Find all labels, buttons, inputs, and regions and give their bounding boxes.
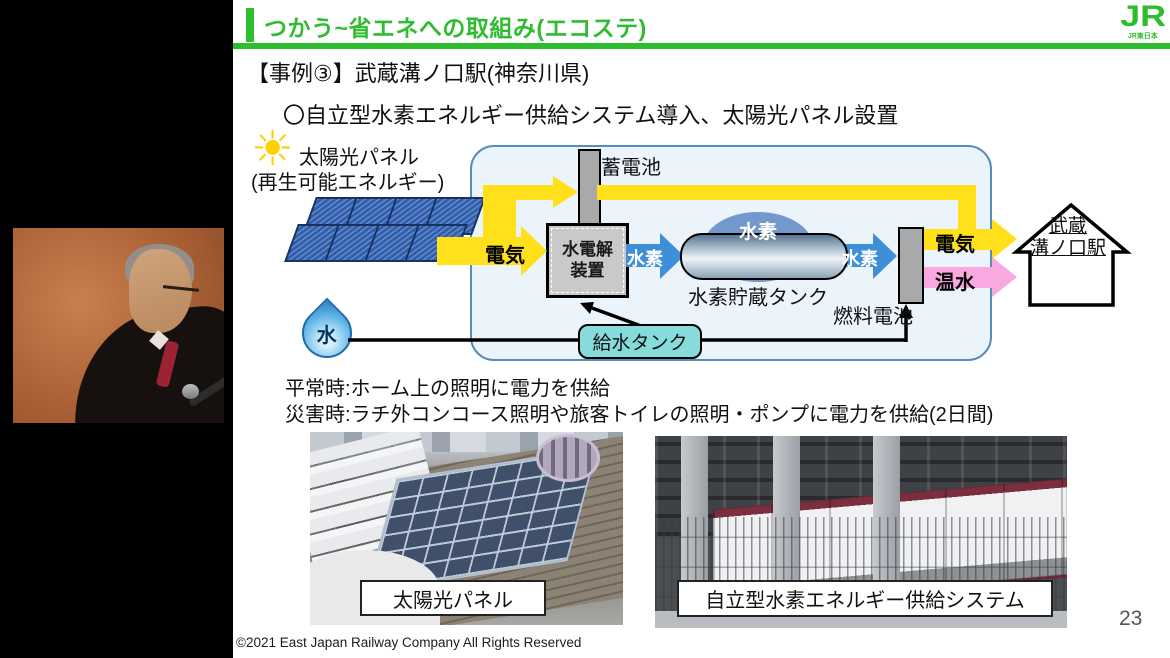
water-drop-icon: 水 — [291, 297, 363, 369]
electricity-arrowhead-battery — [553, 176, 578, 208]
electricity-top-band — [483, 185, 553, 200]
sun-icon: ☀ — [251, 123, 295, 176]
slide-area: つかう~省エネへの取組み(エコステ) JR JR東日本 【事例③】武蔵溝ノ口駅(… — [233, 0, 1170, 658]
fuel-cell-label: 燃料電池 — [833, 306, 913, 328]
page-number: 23 — [1119, 607, 1143, 630]
photo-caption-hydrogen: 自立型水素エネルギー供給システム — [677, 580, 1053, 617]
hydrogen-arrowhead — [873, 233, 897, 279]
title-underline — [233, 43, 1170, 49]
jr-logo-text: JR — [1119, 0, 1166, 33]
hydrogen-storage-tank-label: 水素貯蔵タンク — [688, 287, 828, 309]
hydrogen-storage-tank-icon — [680, 233, 848, 280]
electrolyzer-label-line1: 水電解 — [562, 240, 613, 260]
electricity-top-band-right — [597, 185, 976, 200]
video-sidebar — [0, 0, 233, 658]
hydrogen-flow-band — [845, 244, 873, 267]
note-disaster-time: 災害時:ラチ外コンコース照明や旅客トイレの照明・ポンプに電力を供給(2日間) — [285, 404, 994, 426]
hot-water-label: 温水 — [935, 272, 975, 294]
solar-panel-label: 太陽光パネル — [299, 147, 419, 169]
hot-water-band — [922, 267, 992, 288]
water-electrolyzer-box: 水電解 装置 — [546, 223, 629, 298]
storage-battery-label: 蓄電池 — [601, 157, 661, 179]
hydrogen-label-1: 水素 — [627, 249, 663, 269]
copyright-text: ©2021 East Japan Railway Company All Rig… — [236, 635, 582, 650]
photo-solar-panels: 太陽光パネル — [310, 432, 623, 625]
subheading: 〇自立型水素エネルギー供給システム導入、太陽光パネル設置 — [283, 103, 899, 128]
station-name-line1: 武蔵 — [1048, 216, 1087, 237]
case-heading: 【事例③】武蔵溝ノ口駅(神奈川県) — [247, 61, 590, 86]
photo-round-kiosk — [536, 434, 600, 482]
water-supply-tank-label: 給水タンク — [592, 333, 688, 354]
water-label: 水 — [317, 324, 337, 347]
electricity-in-label: 電気 — [485, 245, 525, 267]
renewable-energy-label: (再生可能エネルギー) — [251, 172, 445, 194]
hydrogen-flow-band — [626, 244, 660, 267]
note-normal-time: 平常時:ホーム上の照明に電力を供給 — [285, 378, 610, 400]
electricity-out-arrowhead — [992, 219, 1017, 259]
presenter-video[interactable] — [13, 228, 224, 423]
hydrogen-label-2: 水素 — [842, 249, 878, 269]
jr-east-logo-icon: JR JR東日本 — [1120, 2, 1166, 41]
electricity-out-band — [922, 229, 992, 250]
station-name-line2: 溝ノ口駅 — [1029, 238, 1106, 260]
photo-caption-solar: 太陽光パネル — [360, 580, 546, 616]
electrolyzer-label-line2: 装置 — [570, 260, 605, 280]
water-supply-tank: 給水タンク — [578, 324, 702, 359]
station-name: 武蔵 溝ノ口駅 — [1018, 216, 1118, 261]
jr-logo-subtext: JR東日本 — [1127, 33, 1158, 40]
microphone-icon — [181, 384, 199, 399]
photo-hydrogen-system: 自立型水素エネルギー供給システム — [655, 436, 1067, 628]
slide-title: つかう~省エネへの取組み(エコステ) — [264, 15, 647, 41]
title-accent-bar — [246, 8, 254, 42]
electricity-out-label: 電気 — [935, 234, 975, 256]
hydrogen-cloud-label: 水素 — [738, 222, 777, 243]
hot-water-arrowhead — [992, 257, 1017, 297]
electricity-arrowhead — [521, 226, 547, 276]
presenter-head — [129, 249, 193, 334]
fuel-cell-icon — [898, 227, 924, 304]
